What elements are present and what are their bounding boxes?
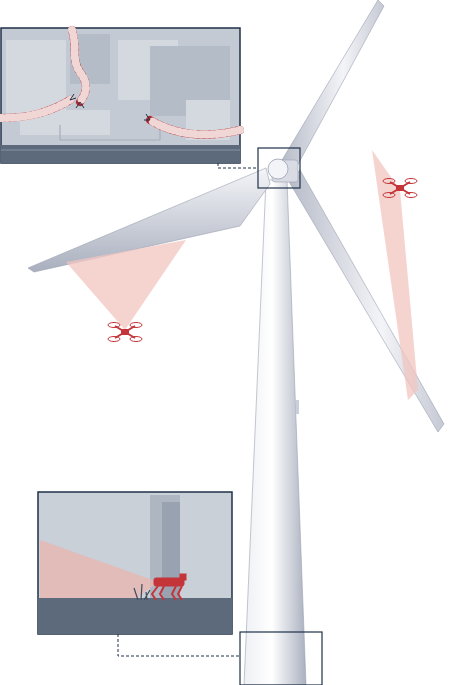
aerial-robot [383,179,417,198]
blade [288,170,444,432]
continuum-inset [1,28,240,163]
hub [268,159,288,179]
inspection-cone [66,240,186,330]
legged-inset [38,492,232,634]
focus-box [258,148,300,188]
inset-panel [1,12,240,163]
leader-line [118,634,240,656]
tower [244,180,306,685]
inspection-cone [372,150,418,400]
tower-door [296,400,299,414]
aerial-robot [108,323,142,342]
focus-box [240,632,322,685]
blade [282,0,384,168]
